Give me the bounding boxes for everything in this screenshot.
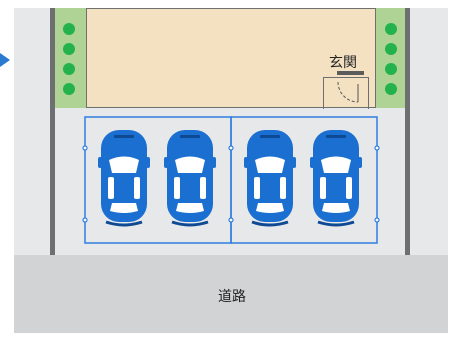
right-boundary-wall: [405, 8, 410, 255]
parking-frame: [82, 116, 380, 244]
car-icon: [244, 130, 296, 227]
shrub-icon: [63, 23, 75, 35]
entrance-label: 玄関: [329, 55, 357, 71]
entrance-door: [323, 77, 369, 109]
shrub-icon: [385, 43, 397, 55]
arrow-icon: [0, 53, 10, 67]
shrub-icon: [385, 83, 397, 95]
car-icon: [310, 130, 362, 227]
door-swing-icon: [337, 81, 359, 103]
shrub-icon: [63, 83, 75, 95]
road-label: 道路: [218, 289, 246, 305]
shrub-icon: [63, 63, 75, 75]
entrance-step: [337, 71, 364, 75]
car-icon: [164, 130, 216, 227]
shrub-icon: [63, 43, 75, 55]
house: [86, 8, 376, 108]
shrub-icon: [385, 23, 397, 35]
left-boundary-wall: [50, 8, 55, 255]
road: [14, 255, 448, 333]
shrub-icon: [385, 63, 397, 75]
car-icon: [98, 130, 150, 227]
